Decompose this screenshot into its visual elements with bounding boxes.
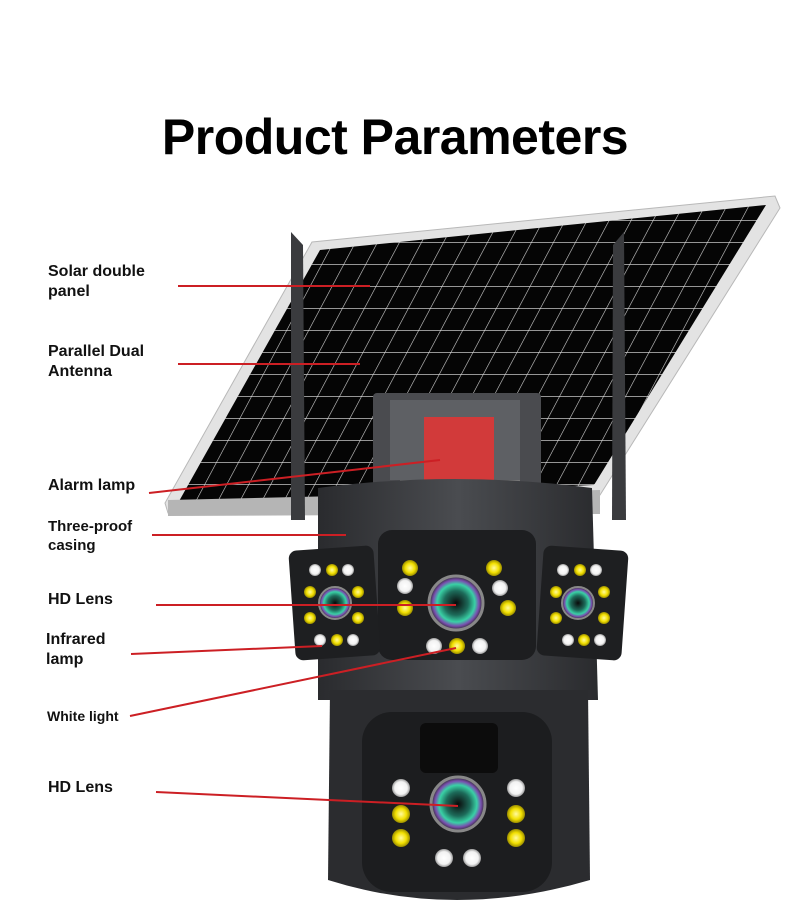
label-antenna: Parallel Dual Antenna — [48, 342, 144, 382]
mount-bracket — [373, 393, 541, 493]
label-infrared-lamp: Infrared lamp — [46, 630, 106, 670]
label-line: casing — [48, 537, 96, 554]
label-line: HD Lens — [48, 779, 113, 796]
label-line: Three-proof — [48, 518, 133, 535]
callout-line-hd-lens-bottom — [155, 791, 459, 807]
label-line: Solar double — [48, 263, 145, 280]
label-white-light: White light — [47, 706, 119, 726]
page-title: Product Parameters — [161, 109, 629, 165]
label-solar-panel: Solar double panel — [48, 262, 145, 302]
label-hd-lens-bottom: HD Lens — [48, 778, 113, 798]
antenna-pair — [291, 232, 626, 520]
label-line: Infrared — [46, 631, 106, 648]
callout-lines — [129, 285, 459, 807]
label-alarm-lamp: Alarm lamp — [48, 476, 135, 496]
label-line: Alarm lamp — [48, 477, 136, 494]
callout-line-white-light — [129, 647, 457, 717]
led-lights — [304, 560, 610, 867]
camera-housing — [288, 479, 629, 900]
label-line: panel — [48, 283, 90, 300]
callout-line-alarm — [148, 459, 441, 494]
label-line: HD Lens — [48, 591, 113, 608]
label-line: lamp — [46, 651, 84, 668]
callout-line-infrared — [130, 645, 323, 655]
label-line: Antenna — [48, 363, 112, 380]
label-line: Parallel Dual — [48, 343, 145, 360]
label-casing: Three-proof casing — [48, 517, 132, 555]
label-line: White light — [47, 708, 119, 724]
label-hd-lens-top: HD Lens — [48, 590, 113, 610]
